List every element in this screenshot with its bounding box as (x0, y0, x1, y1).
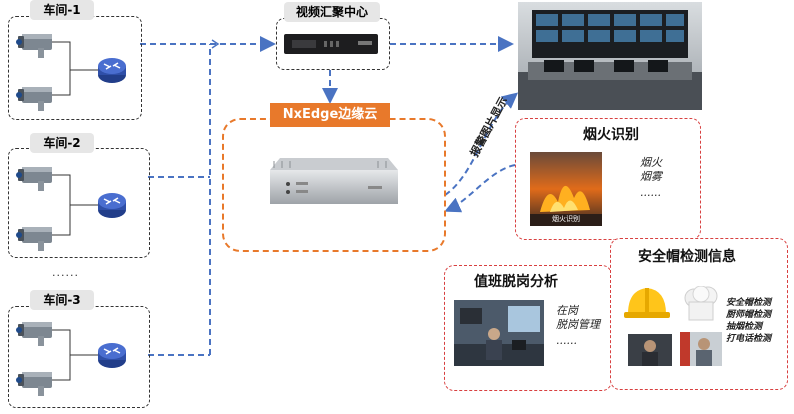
duty-photo (454, 300, 544, 366)
duty-item-absence: 脱岗管理 (556, 318, 600, 331)
fire-item-more: ...... (640, 186, 661, 199)
camera-icon (16, 87, 52, 111)
workshop-2-label: 车间-2 (30, 133, 94, 153)
fire-item-smoke-fire: 烟火 (640, 156, 662, 169)
helmet-panel-title: 安全帽检测信息 (638, 249, 736, 265)
router-icon (97, 342, 127, 369)
fire-photo-caption: 烟火识别 (552, 215, 580, 223)
fire-photo (530, 152, 602, 226)
workshop-3-label: 车间-3 (30, 290, 94, 310)
router-icon (97, 192, 127, 219)
helmet-item-phone: 打电话检测 (726, 334, 772, 344)
duty-item-more: ...... (556, 334, 577, 347)
chef-hat-icon (684, 286, 718, 321)
camera-icon (16, 372, 52, 396)
camera-icon (16, 227, 52, 251)
hard-hat-icon (624, 288, 670, 318)
fire-item-smoke: 烟雾 (640, 170, 662, 183)
monitor-room-photo (518, 2, 702, 110)
router-icon (97, 57, 127, 84)
helmet-item-hardhat: 安全帽检测 (726, 298, 772, 308)
edge-server-icon (270, 158, 398, 204)
nvr-device-icon (284, 34, 378, 54)
smoking-photo (628, 334, 672, 366)
duty-panel-title: 值班脱岗分析 (474, 274, 558, 290)
alarm-link (444, 92, 519, 196)
edge-cloud-title: NxEdge边缘云 (270, 103, 390, 127)
camera-icon (16, 34, 52, 58)
workshop-devices (16, 34, 127, 396)
fire-link (444, 164, 516, 213)
workshop-1-label: 车间-1 (30, 0, 94, 20)
helmet-item-chefhat: 厨师帽检测 (726, 310, 772, 320)
duty-item-on-post: 在岗 (556, 304, 578, 317)
video-center-title: 视频汇聚中心 (284, 2, 380, 22)
helmet-item-smoking: 抽烟检测 (726, 322, 763, 332)
fire-panel-title: 烟火识别 (583, 127, 639, 143)
camera-icon (16, 167, 52, 191)
camera-icon (16, 322, 52, 346)
phone-call-photo (680, 332, 722, 366)
ellipsis-between-workshops: ...... (52, 266, 79, 279)
